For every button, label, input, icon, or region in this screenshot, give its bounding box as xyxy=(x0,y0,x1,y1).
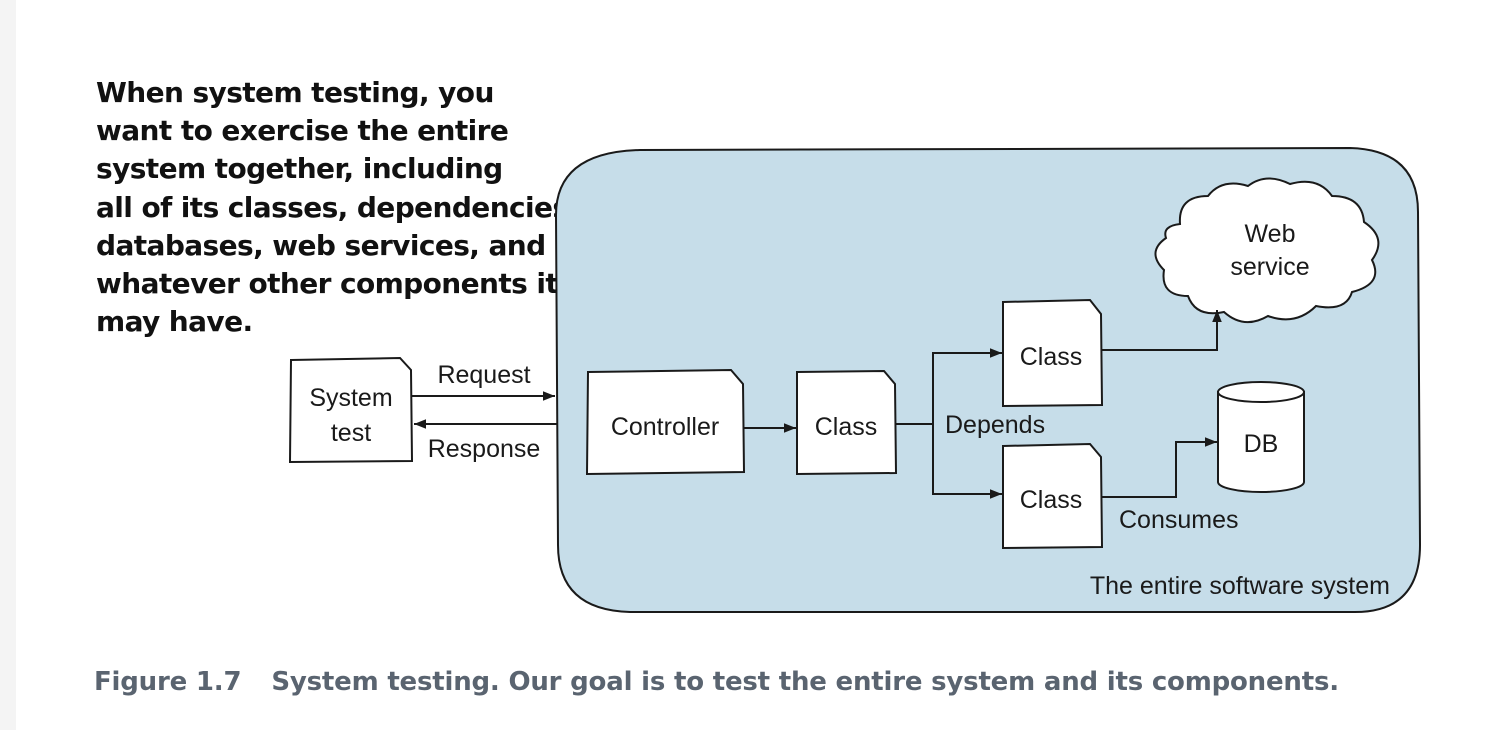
figure-caption: Figure 1.7 System testing. Our goal is to… xyxy=(94,667,1339,697)
class-to-db-arrow xyxy=(1102,437,1217,498)
class-to-web-service-arrow xyxy=(1102,310,1222,351)
web-service-label-line1: Web xyxy=(1245,220,1296,248)
page-margin-shade xyxy=(0,0,16,730)
class-middle-label: Class xyxy=(815,413,878,441)
class-top-label: Class xyxy=(1020,343,1083,371)
callout-line: When system testing, you xyxy=(96,76,494,109)
controller-label: Controller xyxy=(611,413,719,441)
class-middle-box xyxy=(796,369,898,476)
request-label: Request xyxy=(437,361,530,389)
figure-caption-label: Figure 1.7 xyxy=(94,667,242,697)
response-label: Response xyxy=(428,435,541,463)
software-system-label: The entire software system xyxy=(1090,572,1390,600)
db-label: DB xyxy=(1244,430,1279,458)
system-test-box xyxy=(288,356,414,464)
controller-box xyxy=(585,368,746,476)
web-service-label-line2: service xyxy=(1230,253,1309,281)
callout-line: whatever other components it xyxy=(96,267,559,301)
callout-line: may have. xyxy=(96,305,253,339)
callout-line: all of its classes, dependencies, xyxy=(96,190,579,224)
web-service-cloud xyxy=(1154,177,1380,323)
system-test-label-line1: System xyxy=(309,384,392,412)
class-top-box xyxy=(1002,298,1104,408)
figure-caption-text: System testing. Our goal is to test the … xyxy=(271,667,1339,697)
callout-line: system together, including xyxy=(96,152,503,186)
system-test-label-line2: test xyxy=(331,419,371,447)
class-bottom-label: Class xyxy=(1020,486,1083,514)
depends-arrow-bottom xyxy=(932,424,1002,499)
depends-label: Depends xyxy=(945,411,1045,439)
callout-line: want to exercise the entire xyxy=(96,114,509,148)
db-cylinder xyxy=(1217,381,1305,493)
callout-line: databases, web services, and xyxy=(96,228,546,262)
class-bottom-box xyxy=(1002,442,1104,550)
callout-text: When system testing, you want to exercis… xyxy=(96,74,579,341)
consumes-label: Consumes xyxy=(1119,506,1239,534)
